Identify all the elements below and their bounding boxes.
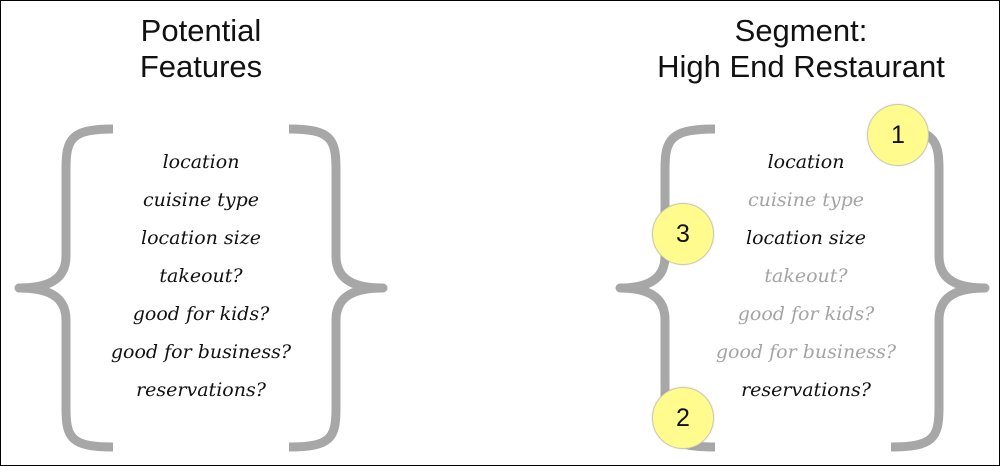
feature-takeout: takeout? [159,265,243,287]
segment-feature-cuisine-type: cuisine type [747,189,865,211]
segment-heading: Segment: High End Restaurant [626,13,976,85]
feature-location: location [162,151,240,173]
segment-feature-takeout: takeout? [764,265,848,287]
segment-heading-line-2: High End Restaurant [657,49,945,84]
left-close-brace [288,124,388,452]
segment-heading-line-1: Segment: [734,13,868,48]
potential-features-list: location cuisine type location size take… [61,143,341,409]
segment-feature-location: location [767,151,845,173]
feature-reservations: reservations? [136,379,266,401]
callout-marker-3: 3 [652,203,714,265]
potential-features-heading: Potential Features [76,13,326,85]
feature-good-for-business: good for business? [110,341,292,363]
right-close-brace [890,124,990,452]
segment-features-list: location cuisine type location size take… [661,143,951,409]
segment-feature-reservations: reservations? [741,379,871,401]
callout-marker-2: 2 [652,387,714,449]
callout-marker-1: 1 [867,104,929,166]
feature-location-size: location size [141,227,261,249]
segment-feature-location-size: location size [746,227,866,249]
left-open-brace [14,124,114,452]
feature-good-for-kids: good for kids? [132,303,270,325]
segment-feature-good-for-business: good for business? [715,341,897,363]
potential-features-heading-line-1: Potential [140,13,262,48]
potential-features-heading-line-2: Features [139,49,263,84]
feature-cuisine-type: cuisine type [142,189,260,211]
segment-feature-good-for-kids: good for kids? [737,303,875,325]
